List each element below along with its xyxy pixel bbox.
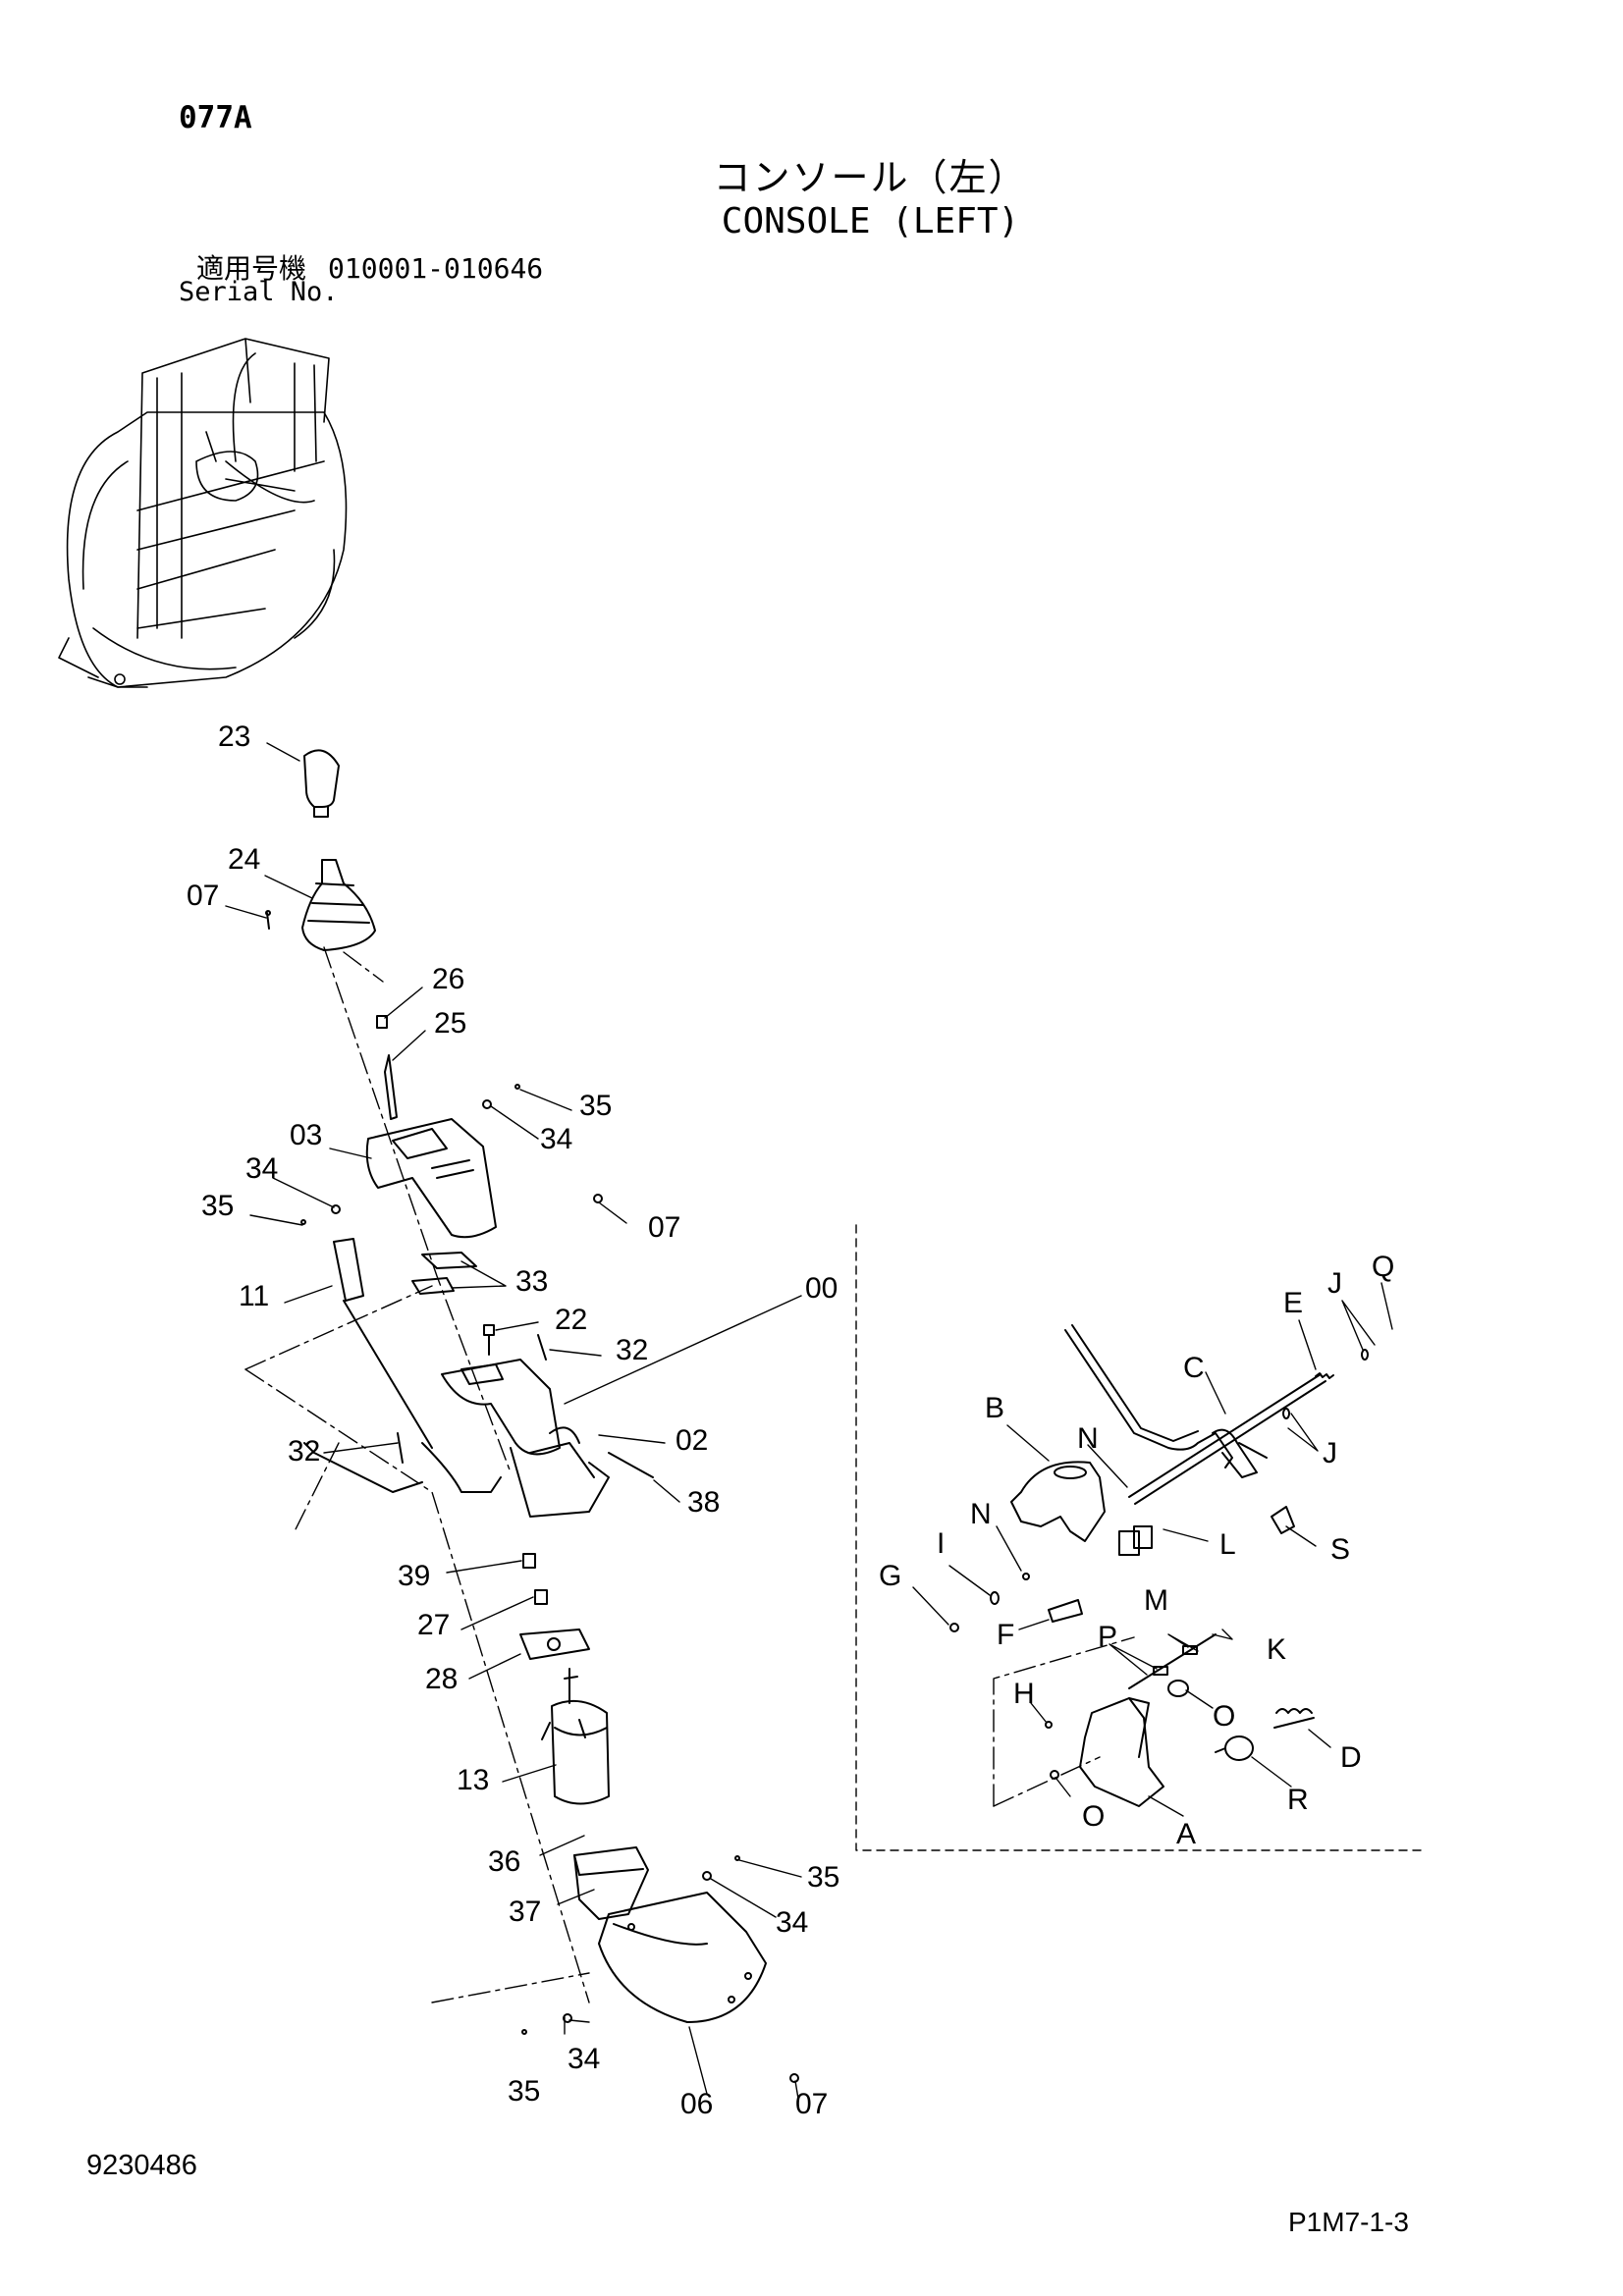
bushing-26: [376, 1015, 388, 1029]
detail-leader-lines: [912, 1282, 1393, 1817]
console-cover-03: [365, 1118, 497, 1239]
detail-callout-N-lower: N: [970, 1498, 992, 1530]
callout-06: 06: [680, 2088, 713, 2120]
callout-26: 26: [432, 963, 464, 995]
callout-32-left: 32: [288, 1435, 320, 1468]
callout-13: 13: [457, 1764, 489, 1796]
detail-callout-R: R: [1287, 1784, 1309, 1816]
callout-35-lower-left: 35: [508, 2075, 540, 2108]
detail-callout-N-upper: N: [1077, 1422, 1099, 1455]
callout-07-top: 07: [187, 880, 219, 912]
detail-parts: [949, 1324, 1369, 1807]
detail-callout-K: K: [1267, 1633, 1286, 1666]
detail-callout-D: D: [1340, 1741, 1362, 1774]
title-english: CONSOLE (LEFT): [721, 201, 1020, 241]
lever-boot: [301, 859, 376, 951]
serial-label-english: Serial No.: [179, 277, 339, 307]
pin-38: [608, 1452, 654, 1478]
callout-34-left: 34: [245, 1152, 278, 1185]
detail-callout-L: L: [1219, 1528, 1236, 1561]
callout-02: 02: [676, 1424, 708, 1457]
callout-34-upper: 34: [540, 1123, 572, 1155]
screws-lower: [521, 1855, 799, 2083]
lever-knob: [303, 749, 340, 818]
detail-callout-J-top: J: [1327, 1267, 1342, 1300]
small-screw-07a: [265, 910, 271, 930]
detail-callout-O-left: O: [1082, 1800, 1105, 1833]
plates-33: [411, 1252, 477, 1295]
plate-28: [519, 1629, 590, 1660]
pin-32b: [397, 1432, 404, 1464]
machine-thumbnail: [58, 338, 348, 688]
detail-callout-H: H: [1013, 1678, 1035, 1710]
callout-35-left: 35: [201, 1190, 234, 1222]
callout-11: 11: [239, 1280, 269, 1312]
detail-callout-O-right: O: [1213, 1700, 1235, 1733]
screws-upper: [300, 1084, 603, 1225]
detail-callout-P: P: [1098, 1621, 1117, 1653]
callout-37: 37: [509, 1896, 541, 1928]
document-number: 9230486: [86, 2150, 197, 2181]
detail-callout-Q: Q: [1372, 1251, 1394, 1283]
boot-36: [573, 1846, 649, 1920]
callout-36: 36: [488, 1845, 520, 1878]
detail-assembly-lines: [993, 1636, 1135, 1807]
callout-27: 27: [417, 1609, 450, 1641]
callout-03: 03: [290, 1119, 322, 1151]
serial-label-japanese: 適用号機: [196, 252, 307, 285]
callout-00: 00: [805, 1272, 838, 1305]
detail-callout-I: I: [937, 1527, 945, 1560]
serial-row: 適用号機 010001-010646: [196, 247, 543, 287]
detail-callout-E: E: [1283, 1287, 1303, 1319]
callout-23: 23: [218, 721, 250, 753]
detail-callout-S: S: [1330, 1533, 1350, 1566]
detail-callout-M: M: [1144, 1584, 1168, 1617]
page-reference: P1M7-1-3: [1288, 2207, 1409, 2237]
callout-24: 24: [228, 843, 260, 876]
callout-34-lower-left: 34: [568, 2043, 600, 2075]
spring-pin-25: [384, 1054, 398, 1120]
pin-32a: [537, 1334, 547, 1361]
callout-39: 39: [398, 1560, 430, 1592]
grip-11: [333, 1238, 433, 1449]
callout-35-upper: 35: [579, 1090, 612, 1122]
leader-lines: [225, 742, 802, 2100]
detail-callout-J-lower: J: [1323, 1437, 1337, 1469]
assembly-lines: [244, 946, 590, 2003]
callout-38: 38: [687, 1486, 720, 1519]
detail-callout-F: F: [997, 1619, 1014, 1651]
callout-07-mid: 07: [648, 1211, 680, 1244]
callout-32-right: 32: [616, 1334, 648, 1366]
detail-callout-B: B: [985, 1392, 1004, 1424]
callout-34-lower-right: 34: [776, 1906, 808, 1939]
callout-22: 22: [555, 1304, 587, 1336]
page-code: 077A: [179, 100, 252, 135]
callout-25: 25: [434, 1007, 466, 1040]
detail-callout-G: G: [879, 1560, 901, 1592]
pilot-valve-13: [541, 1668, 610, 1805]
lower-cover-06: [598, 1892, 767, 2023]
detail-frame: [855, 1224, 1425, 1851]
detail-callout-C: C: [1183, 1352, 1205, 1384]
detail-callout-A: A: [1176, 1818, 1196, 1850]
callout-28: 28: [425, 1663, 458, 1695]
bracket-assembly-00: [303, 1359, 610, 1518]
callout-35-lower-right: 35: [807, 1861, 839, 1894]
small-parts-39-27: [522, 1553, 548, 1605]
title-japanese: コンソール（左）: [713, 156, 1028, 199]
serial-range: 010001-010646: [328, 252, 544, 285]
bolt-22: [483, 1324, 495, 1356]
callout-33: 33: [515, 1265, 548, 1298]
callout-07-bottom: 07: [795, 2088, 828, 2120]
